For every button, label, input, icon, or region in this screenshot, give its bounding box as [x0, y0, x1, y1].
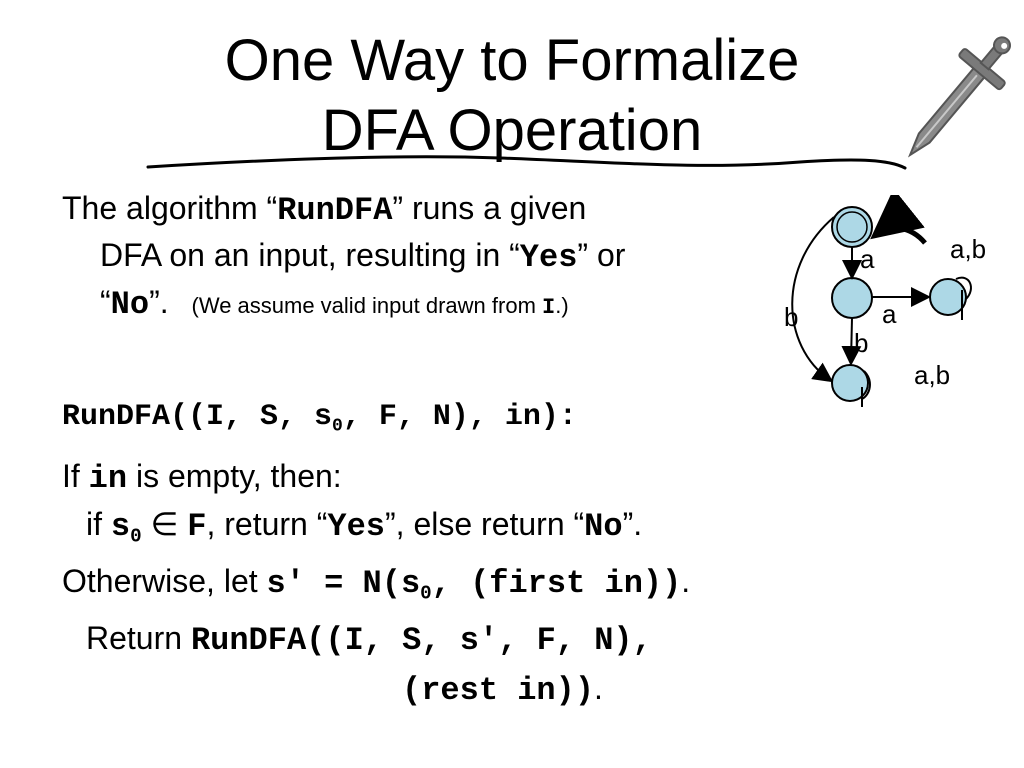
- intro-text: DFA on an input, resulting in “: [100, 237, 520, 273]
- title-line-2: DFA Operation: [321, 98, 703, 163]
- intro-text: ” runs a given: [392, 190, 587, 226]
- assumption-note: (We assume valid input drawn from I.): [191, 293, 569, 320]
- edge-label: b: [784, 302, 798, 332]
- start-arrow: [870, 195, 927, 245]
- intro-text: ”.: [149, 284, 169, 320]
- yes-code: Yes: [519, 239, 578, 276]
- sword-icon: [907, 36, 1011, 158]
- state-start: [831, 206, 873, 248]
- state-right: [929, 278, 967, 316]
- state-middle: [831, 277, 873, 319]
- intro-text: The algorithm “: [62, 190, 278, 226]
- if-empty-line: If in is empty, then:: [62, 458, 342, 497]
- edge-label: a,b: [950, 234, 986, 264]
- self-loop-bottom: [861, 370, 871, 407]
- intro-line-2: DFA on an input, resulting in “Yes” or: [100, 237, 625, 276]
- edge-b-curved: [791, 216, 835, 383]
- edge-label: b: [854, 328, 868, 358]
- intro-text: ” or: [577, 237, 626, 273]
- title-line-1: One Way to Formalize: [224, 28, 800, 93]
- intro-line-3: “No”. (We assume valid input drawn from …: [100, 284, 569, 326]
- no-code: No: [110, 286, 150, 323]
- edge-label: a,b: [914, 360, 950, 390]
- edge-label: a: [882, 299, 897, 329]
- title-underline: [146, 155, 907, 170]
- intro-line-1: The algorithm “RunDFA” runs a given: [62, 190, 586, 229]
- slide-title: One Way to Formalize DFA Operation: [0, 26, 1024, 166]
- rundfa-code: RunDFA: [277, 192, 393, 229]
- accept-ring: [836, 211, 868, 243]
- edge-label: a: [860, 244, 875, 274]
- dfa-diagram: a a b b a,b a,b: [784, 195, 986, 407]
- otherwise-line: Otherwise, let s' = N(s0, (first in)).: [62, 563, 691, 605]
- return-continuation: (rest in)).: [402, 670, 603, 709]
- function-signature: RunDFA((I, S, s0, F, N), in):: [62, 400, 577, 437]
- intro-text: “: [100, 284, 111, 320]
- self-loop-right: [955, 276, 972, 320]
- if-accept-line: if s0 ∈ F, return “Yes”, else return “No…: [86, 506, 643, 548]
- return-line: Return RunDFA((I, S, s', F, N),: [86, 620, 652, 659]
- edge-b: [841, 317, 862, 366]
